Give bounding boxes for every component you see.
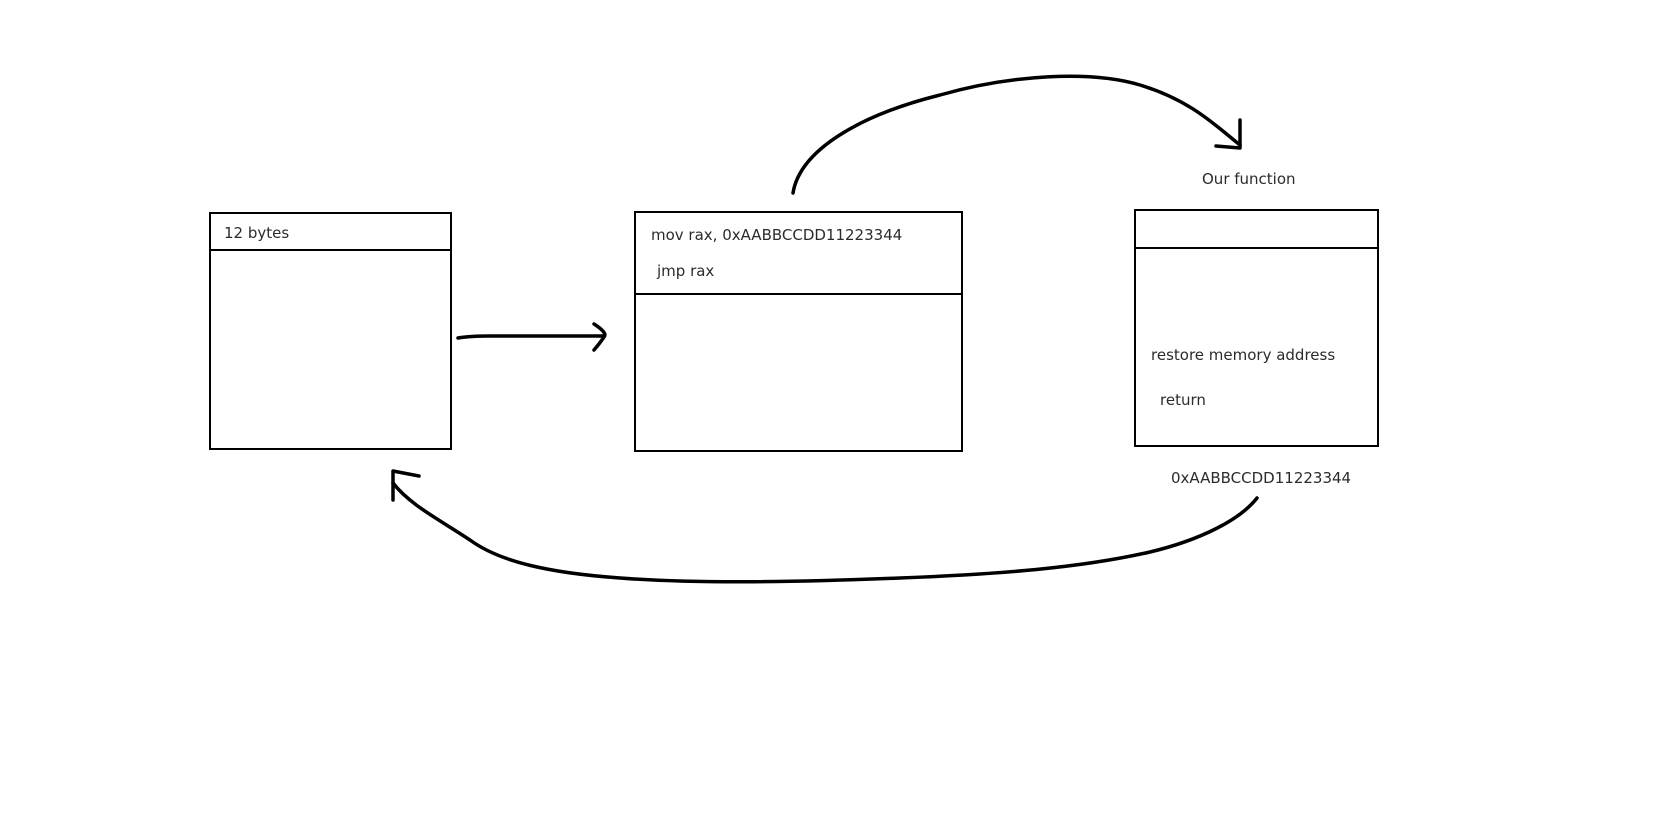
arrow-trampoline-to-hook-head: [1214, 118, 1242, 150]
arrow-original-to-trampoline: [456, 334, 606, 340]
arrow-hook-to-original-head: [391, 469, 421, 502]
original-function-box: [209, 212, 452, 450]
original-header-divider: [211, 249, 450, 251]
arrow-hook-to-original: [391, 481, 1259, 584]
hook-address-label: 0xAABBCCDD11223344: [1171, 469, 1352, 487]
trampoline-mov-instruction: mov rax, 0xAABBCCDD11223344: [651, 226, 903, 244]
trampoline-header-divider: [636, 293, 961, 295]
hook-function-box: [1134, 209, 1379, 447]
trampoline-box: [634, 211, 963, 452]
hook-restore-line: restore memory address: [1151, 346, 1336, 364]
original-header-label: 12 bytes: [224, 224, 290, 242]
arrow-trampoline-to-hook: [791, 74, 1242, 195]
hook-return-line: return: [1160, 391, 1206, 409]
hook-header-divider: [1136, 247, 1377, 249]
arrow-original-to-trampoline-head: [592, 322, 607, 352]
trampoline-jmp-instruction: jmp rax: [657, 262, 715, 280]
hook-function-title: Our function: [1202, 170, 1296, 188]
